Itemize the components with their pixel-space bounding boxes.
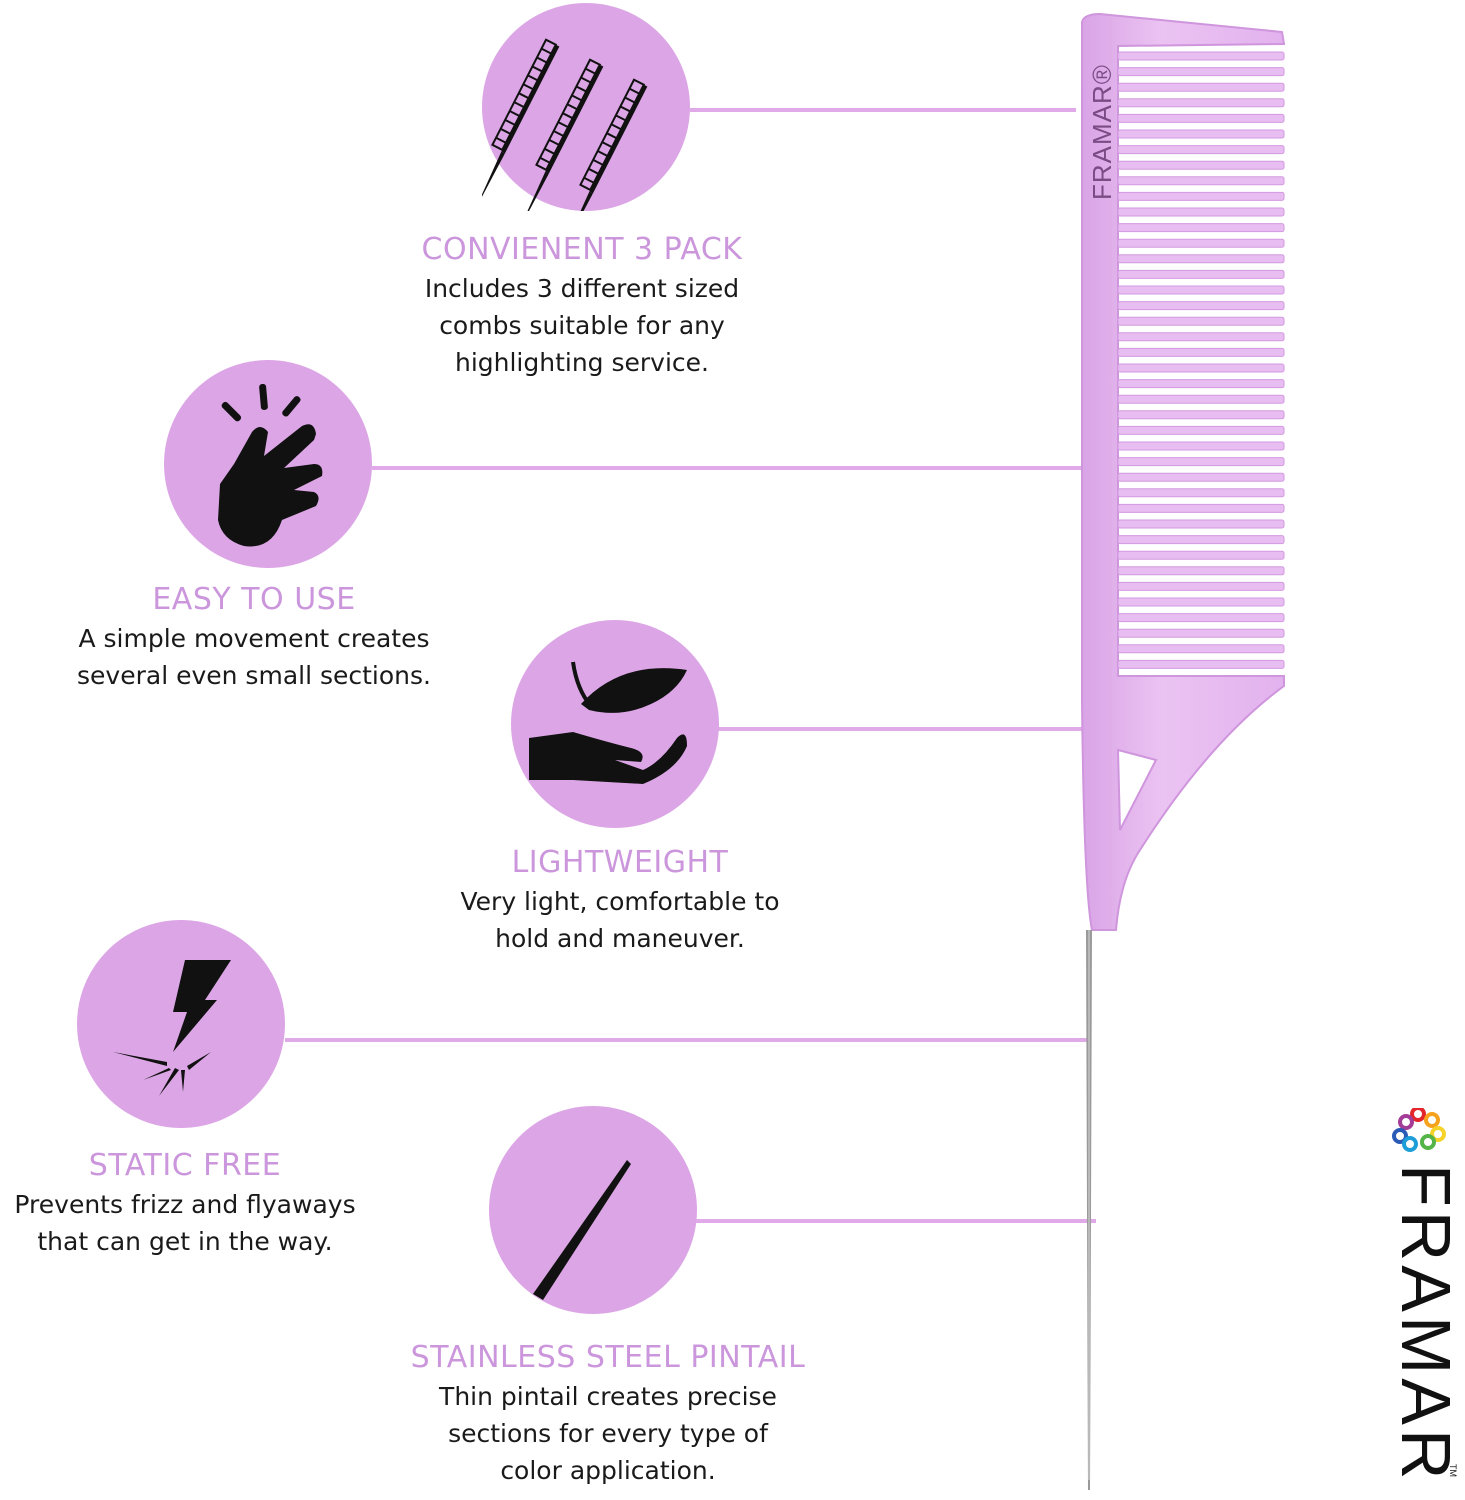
feature-desc-line: Prevents frizz and flyaways bbox=[14, 1190, 356, 1219]
connector-line-pintail bbox=[696, 1219, 1096, 1223]
comb-tooth bbox=[1117, 301, 1285, 311]
comb-illustration: FRAMAR® bbox=[1081, 12, 1286, 1490]
comb-tooth bbox=[1117, 519, 1285, 529]
logo-tm: TM bbox=[1448, 1464, 1458, 1477]
comb-tooth bbox=[1117, 347, 1285, 357]
comb-tooth bbox=[1117, 659, 1285, 669]
logo-wordmark: FRAMAR bbox=[1388, 1164, 1460, 1480]
feather-hand-icon bbox=[511, 620, 719, 828]
connector-line-static bbox=[285, 1038, 1091, 1042]
comb-tooth bbox=[1117, 145, 1285, 155]
comb-tooth bbox=[1117, 457, 1285, 467]
feature-desc-line: hold and maneuver. bbox=[495, 924, 745, 953]
comb-tooth bbox=[1117, 191, 1285, 201]
comb-tooth bbox=[1117, 613, 1285, 623]
feature-desc-line: combs suitable for any bbox=[439, 311, 725, 340]
comb-tooth bbox=[1117, 207, 1285, 217]
comb-tooth bbox=[1117, 410, 1285, 420]
comb-tooth bbox=[1117, 98, 1285, 108]
comb-tooth bbox=[1117, 129, 1285, 139]
comb-tooth bbox=[1117, 238, 1285, 248]
connector-line-easy bbox=[372, 466, 1082, 470]
comb-tooth bbox=[1117, 51, 1285, 61]
feature-desc-line: sections for every type of bbox=[448, 1419, 768, 1448]
feature-desc-line: Includes 3 different sized bbox=[424, 274, 740, 303]
comb-tooth bbox=[1117, 254, 1285, 264]
feature-title: STATIC FREE bbox=[88, 1148, 282, 1183]
feature-title: LIGHTWEIGHT bbox=[511, 845, 729, 880]
comb-tooth bbox=[1117, 363, 1285, 373]
comb-tooth bbox=[1117, 394, 1285, 404]
feature-lightweight: LIGHTWEIGHT Very light, comfortable to h… bbox=[415, 845, 825, 957]
feature-pintail: STAINLESS STEEL PINTAIL Thin pintail cre… bbox=[383, 1340, 833, 1489]
comb-tooth bbox=[1117, 223, 1285, 233]
comb-tooth bbox=[1117, 379, 1285, 389]
feature-desc-line: A simple movement creates bbox=[78, 624, 430, 653]
feature-title: EASY TO USE bbox=[152, 582, 356, 617]
feature-desc-line: highlighting service. bbox=[454, 348, 710, 377]
comb-tooth bbox=[1117, 441, 1285, 451]
comb-tooth bbox=[1117, 597, 1285, 607]
lightning-spark-icon bbox=[77, 920, 285, 1128]
finger-snap-icon bbox=[164, 360, 372, 568]
pintail-icon bbox=[489, 1106, 697, 1314]
comb-tooth bbox=[1117, 316, 1285, 326]
feature-desc-line: color application. bbox=[500, 1456, 716, 1485]
comb-tooth bbox=[1117, 332, 1285, 342]
comb-tooth bbox=[1117, 535, 1285, 545]
comb-tooth bbox=[1117, 67, 1285, 77]
comb-tooth bbox=[1117, 160, 1285, 170]
feature-desc-line: several even small sections. bbox=[77, 661, 431, 690]
connector-line-3pack bbox=[690, 108, 1076, 112]
feature-title: CONVIENENT 3 PACK bbox=[421, 232, 743, 267]
comb-tooth bbox=[1117, 644, 1285, 654]
comb-tooth bbox=[1117, 113, 1285, 123]
feature-desc-line: Very light, comfortable to bbox=[460, 887, 780, 916]
comb-tooth bbox=[1117, 285, 1285, 295]
comb-tooth bbox=[1117, 472, 1285, 482]
comb-tooth bbox=[1117, 628, 1285, 638]
comb-tooth bbox=[1117, 581, 1285, 591]
comb-tooth bbox=[1117, 82, 1285, 92]
feature-desc-line: that can get in the way. bbox=[37, 1227, 333, 1256]
three-combs-icon bbox=[482, 3, 690, 211]
feature-desc-line: Thin pintail creates precise bbox=[439, 1382, 777, 1411]
feature-3pack: CONVIENENT 3 PACK Includes 3 different s… bbox=[372, 232, 792, 381]
comb-tooth bbox=[1117, 425, 1285, 435]
connector-line-lightweight bbox=[718, 727, 1118, 731]
framar-logo: FRAMAR TM bbox=[1387, 1106, 1465, 1484]
comb-tooth bbox=[1117, 488, 1285, 498]
comb-tooth bbox=[1117, 269, 1285, 279]
comb-tooth bbox=[1117, 176, 1285, 186]
feature-easy: EASY TO USE A simple movement creates se… bbox=[44, 582, 464, 694]
comb-brand-text: FRAMAR® bbox=[1087, 64, 1117, 200]
feature-static: STATIC FREE Prevents frizz and flyaways … bbox=[0, 1148, 380, 1260]
comb-tooth bbox=[1117, 503, 1285, 513]
comb-tooth bbox=[1117, 550, 1285, 560]
comb-tooth bbox=[1117, 566, 1285, 576]
feature-title: STAINLESS STEEL PINTAIL bbox=[410, 1340, 806, 1375]
